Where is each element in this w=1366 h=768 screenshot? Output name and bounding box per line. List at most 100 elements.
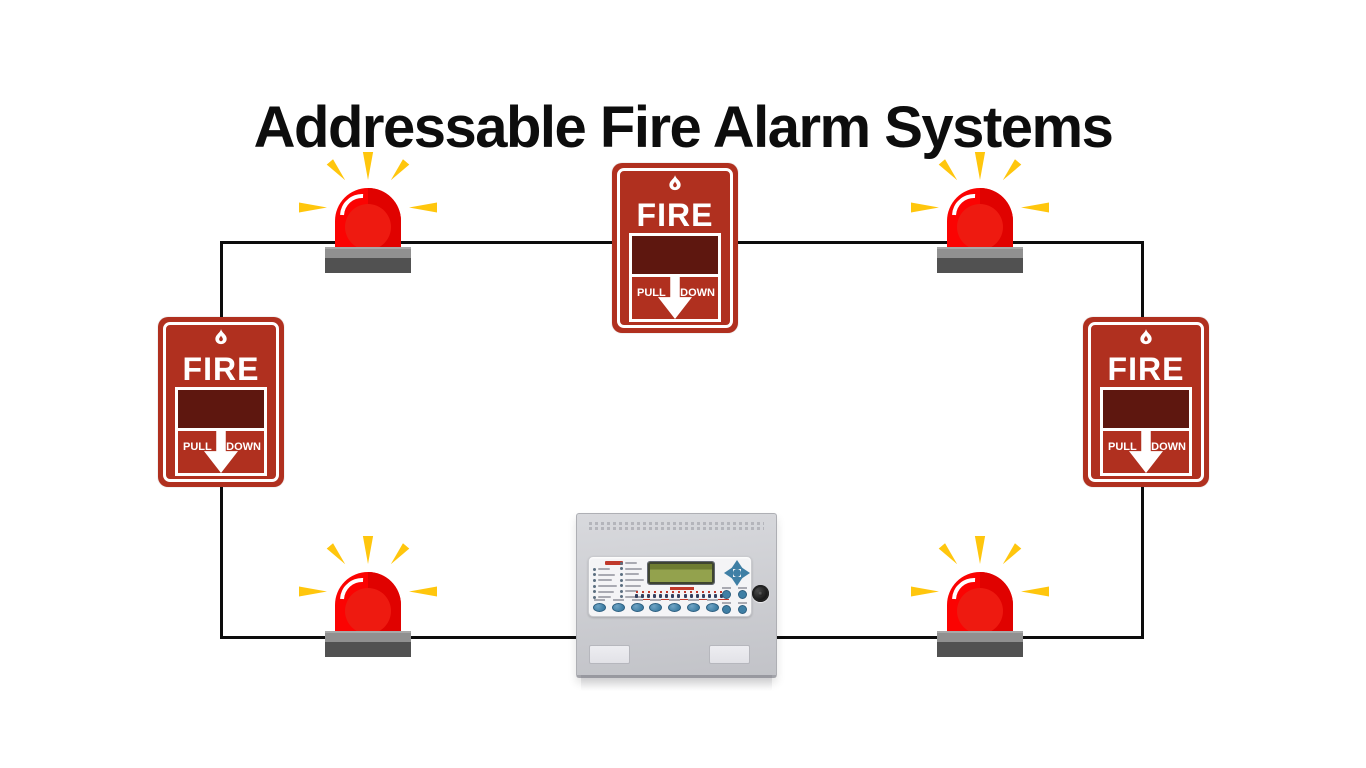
dome-lens-circle (345, 204, 391, 247)
page-title: Addressable Fire Alarm Systems (253, 94, 1114, 160)
flash-ray-icon (911, 202, 939, 213)
led-icon (620, 578, 623, 582)
led-icon (593, 590, 596, 594)
vent-grille (589, 522, 764, 525)
panel-indicator-row (593, 595, 617, 600)
led-icon (593, 573, 596, 577)
indicator-label (625, 595, 643, 598)
zone-led (695, 591, 699, 598)
led-icon (620, 567, 623, 571)
siren-top-right (905, 152, 1055, 273)
panel-brand-logo (605, 561, 623, 565)
pull-label: PULL (1108, 441, 1137, 453)
dome-lens-circle (957, 204, 1003, 247)
panel-faceplate (588, 556, 752, 617)
led-icon (620, 589, 623, 593)
button-label (612, 599, 624, 601)
indicator-label (625, 590, 638, 593)
panel-indicators-left (593, 567, 617, 600)
pull-handle-housing: PULL DOWN (1100, 387, 1192, 476)
flash-ray-icon (974, 536, 986, 564)
fire-label: FIRE (636, 197, 714, 233)
keyhole-lock-icon (752, 585, 769, 602)
flash-ray-icon (362, 536, 374, 564)
flash-ray-icon (409, 202, 437, 213)
dome-lens-circle (345, 588, 391, 631)
flash-ray-icon (325, 158, 350, 185)
panel-indicator-row (593, 584, 617, 589)
siren-base (937, 631, 1023, 657)
indicator-label (625, 562, 637, 565)
zone-led (683, 591, 687, 598)
panel-small-button (738, 587, 747, 599)
station-inner-border (163, 322, 279, 482)
pull-station-left: FIRE PULL DOWN (158, 317, 284, 487)
panel-indicator-row (593, 573, 617, 578)
siren-base-top (937, 631, 1023, 642)
indicator-label (625, 579, 644, 582)
pull-handle-housing: PULL DOWN (175, 387, 267, 476)
panel-small-button (722, 587, 731, 599)
siren-base-bottom (937, 258, 1023, 273)
panel-indicator-row (593, 567, 617, 572)
label-slot (709, 645, 750, 664)
siren-base (325, 247, 411, 273)
zone-underline (635, 599, 729, 600)
station-inner-border (617, 168, 733, 328)
navigation-dpad (724, 560, 750, 586)
siren-base-top (937, 247, 1023, 258)
flash-ray-icon (299, 586, 327, 597)
led-icon (620, 561, 623, 565)
zone-led (713, 591, 717, 598)
station-inner-border (1088, 322, 1204, 482)
pull-label: PULL (183, 441, 212, 453)
flash-ray-icon (386, 542, 411, 569)
down-label: DOWN (226, 441, 261, 453)
pull-station-right: FIRE PULL DOWN (1083, 317, 1209, 487)
panel-indicator-row (620, 589, 644, 594)
panel-indicator-row (593, 589, 617, 594)
beacon-dome-icon (335, 572, 401, 631)
indicator-label (625, 573, 639, 576)
zone-led (677, 591, 681, 598)
flash-ray-icon (362, 152, 374, 180)
zone-led (701, 591, 705, 598)
button-label (688, 599, 700, 601)
panel-function-button (593, 603, 606, 612)
siren-base-top (325, 631, 411, 642)
led-icon (593, 567, 596, 571)
fire-label: FIRE (182, 351, 260, 387)
label-slot (589, 645, 630, 664)
arrow-right-icon (741, 567, 750, 579)
flame-icon (669, 175, 681, 191)
vent-grille (589, 527, 764, 530)
flash-ray-icon (937, 158, 962, 185)
pull-handle (178, 390, 264, 431)
pull-station-top: FIRE PULL DOWN (612, 163, 738, 333)
control-panel (576, 513, 777, 691)
led-icon (620, 584, 623, 588)
flash-ray-icon (974, 152, 986, 180)
flash-ray-icon (409, 586, 437, 597)
zone-led (707, 591, 711, 598)
button-label (631, 599, 643, 601)
beacon-dome-icon (947, 188, 1013, 247)
down-label: DOWN (1151, 441, 1186, 453)
button-label (669, 599, 681, 601)
siren-base-bottom (937, 642, 1023, 657)
led-icon (620, 572, 623, 576)
zone-led (635, 591, 638, 598)
panel-indicator-row (620, 572, 644, 577)
siren-base (937, 247, 1023, 273)
zone-led (641, 591, 645, 598)
led-icon (593, 595, 596, 599)
panel-function-button (687, 603, 701, 612)
flash-ray-icon (998, 158, 1023, 185)
zone-label (670, 587, 694, 590)
siren-base (325, 631, 411, 657)
panel-function-button (649, 603, 663, 612)
panel-indicator-row (620, 561, 644, 566)
zone-led (665, 591, 669, 598)
arrow-down-icon (731, 577, 743, 586)
panel-indicator-row (620, 595, 644, 600)
